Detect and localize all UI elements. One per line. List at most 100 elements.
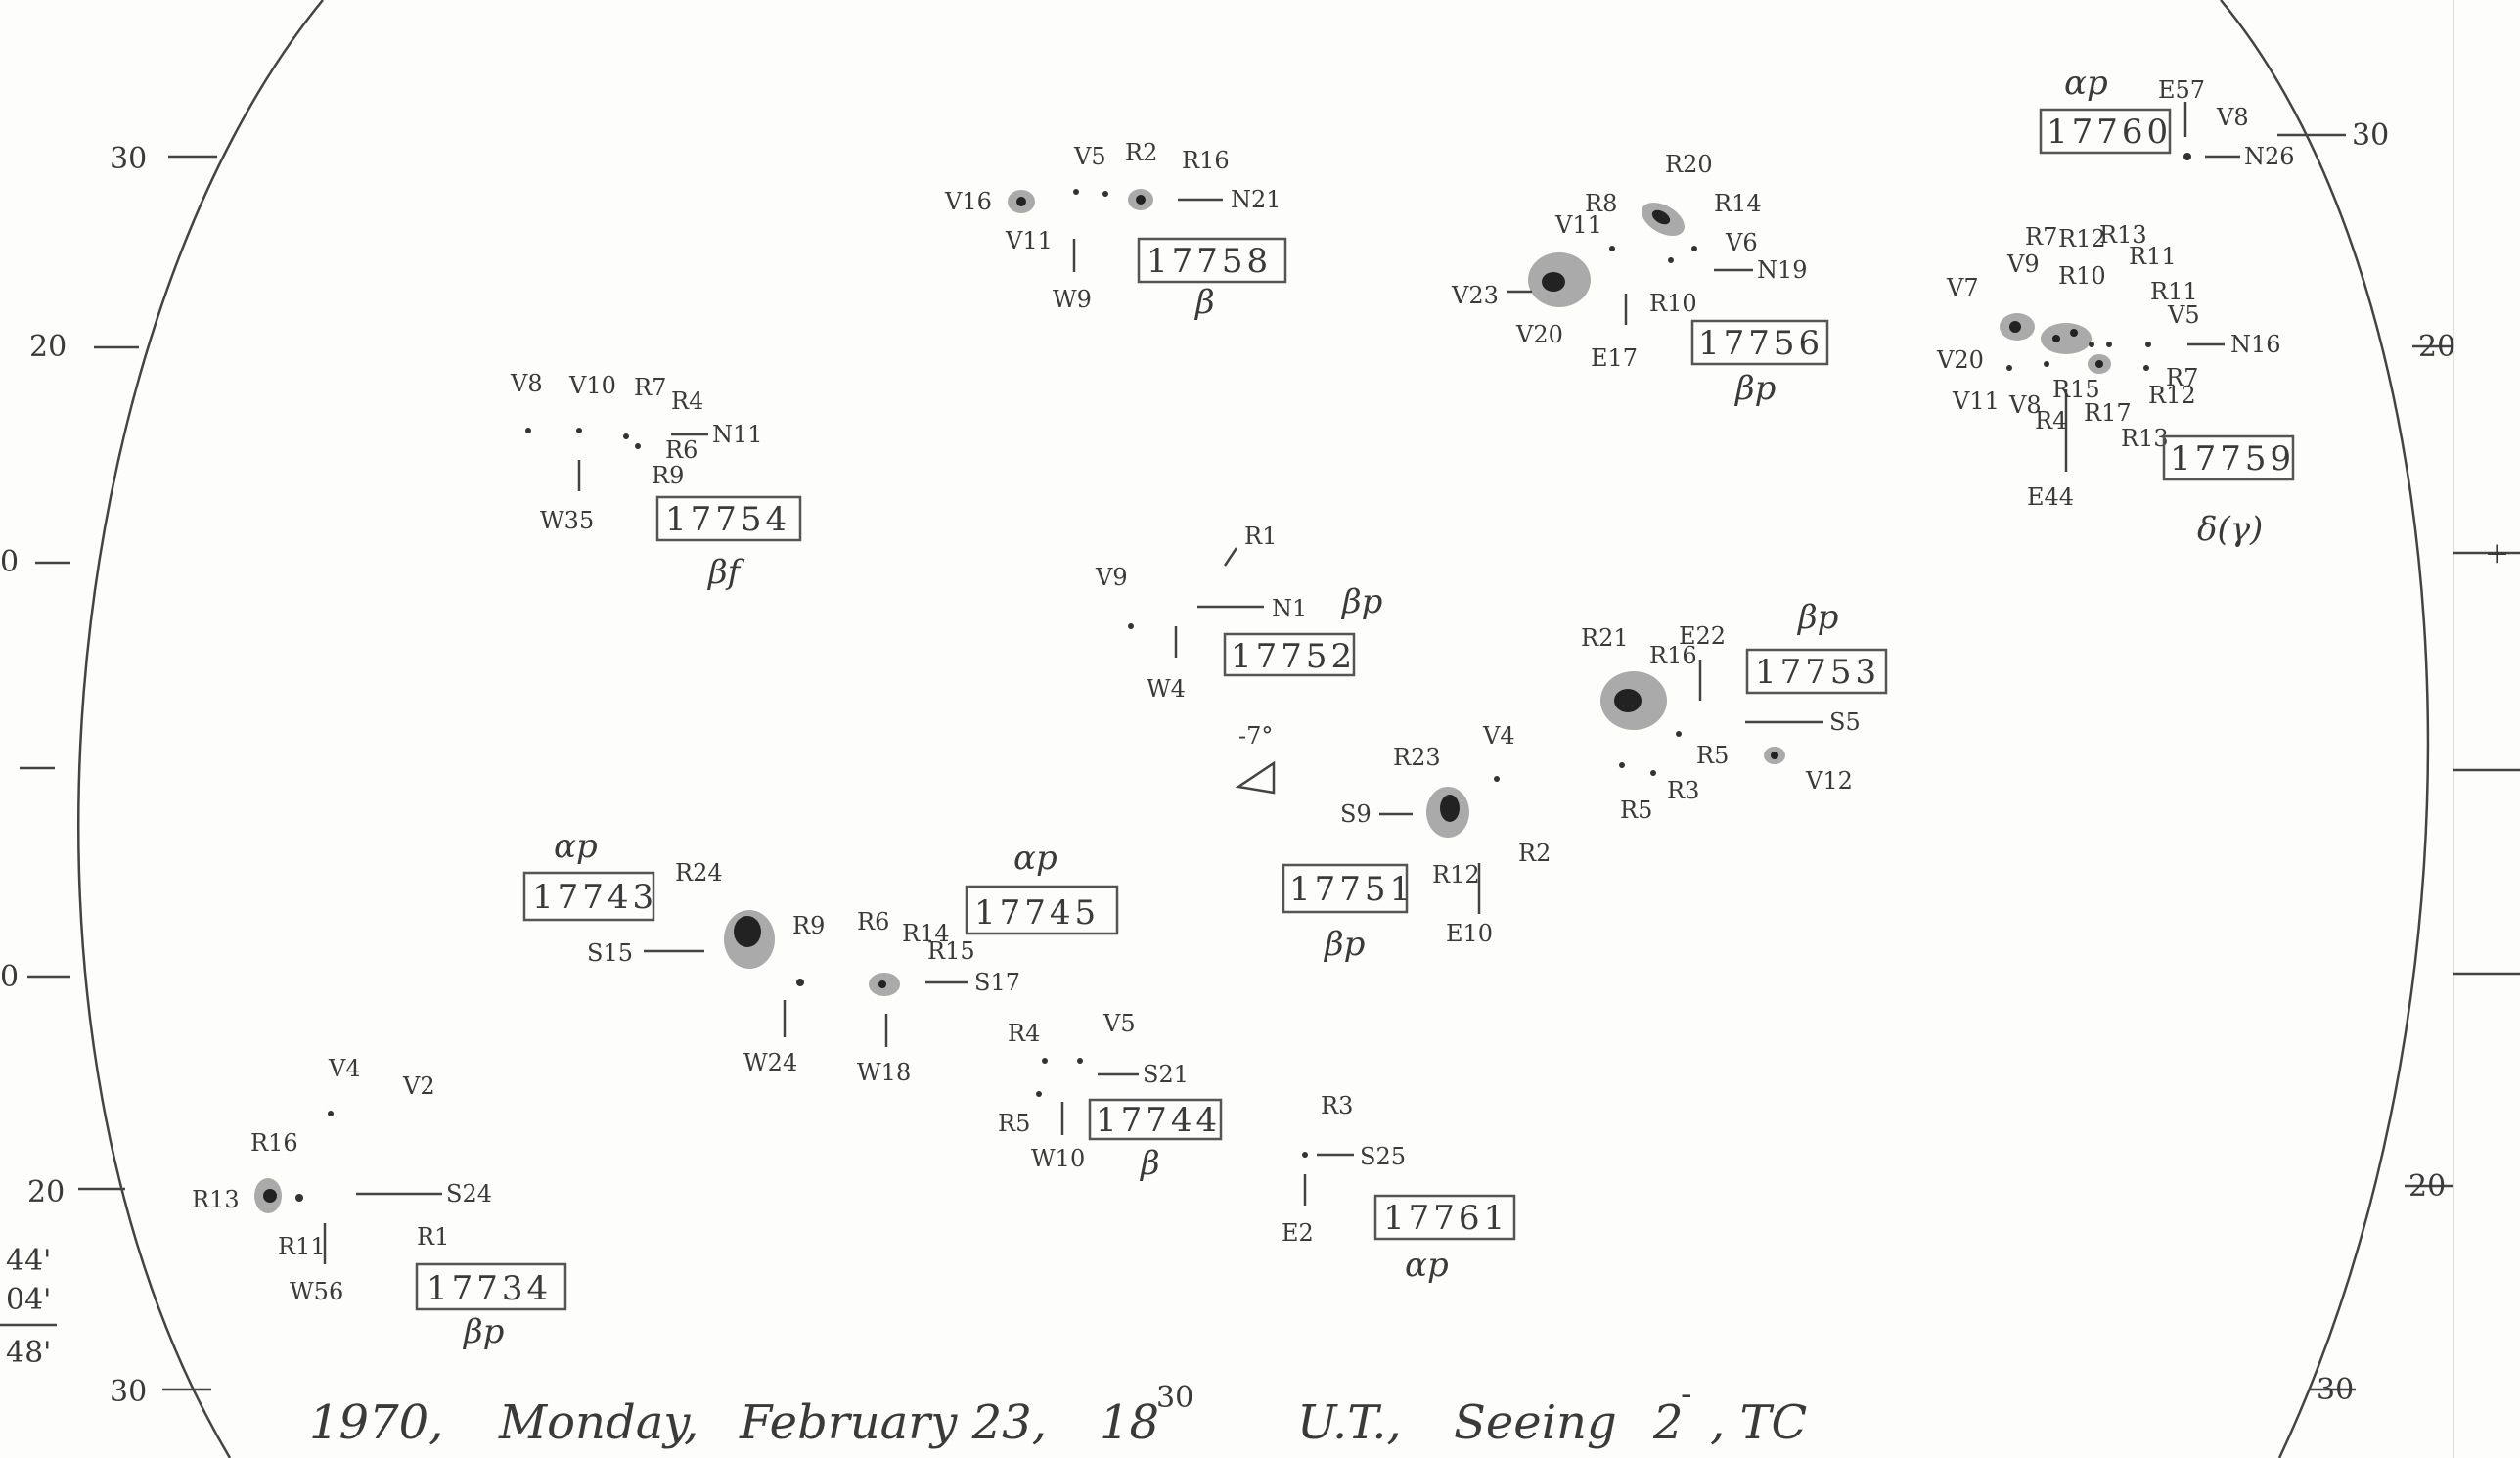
longitude-label: W18	[857, 1059, 911, 1086]
tick-label: 20	[2418, 330, 2455, 364]
spot-label: R15	[927, 937, 975, 965]
sunspot-umbra	[1440, 795, 1460, 822]
spot-label: V16	[944, 188, 992, 215]
group-number: 17753	[1755, 653, 1880, 692]
group-number: 17761	[1383, 1199, 1508, 1238]
spot-label: R14	[1714, 190, 1762, 217]
group-class: βp	[462, 1312, 504, 1351]
spot-label: R10	[2058, 262, 2106, 290]
spot-label: R24	[675, 859, 723, 887]
tick-label: 20	[27, 1175, 65, 1209]
footer-year: 1970,	[309, 1395, 443, 1450]
latitude-label: S15	[587, 939, 633, 967]
corner-notes: 44' 04' 48'	[0, 1244, 57, 1370]
longitude-label: W24	[743, 1049, 797, 1076]
group-number: 17752	[1231, 637, 1356, 676]
spot-label: R12	[2148, 382, 2196, 409]
spot-label: R3	[1667, 777, 1699, 804]
longitude-label: E2	[1282, 1219, 1314, 1247]
group-number: 17756	[1698, 324, 1823, 363]
sunspot	[796, 979, 804, 986]
spot-label: R13	[2121, 425, 2169, 452]
spot-label: R12	[1432, 861, 1480, 888]
sunspot-penumbra	[2041, 323, 2092, 354]
sunspot	[1016, 197, 1026, 206]
tick-label: 0	[0, 545, 19, 579]
spot-label: V5	[1102, 1010, 1136, 1037]
sunspot	[2052, 335, 2060, 342]
group-17752: V9 R1 N1 W4 17752 βp	[1095, 523, 1382, 703]
sunspot	[635, 443, 641, 449]
footer-ut: U.T.,	[1297, 1395, 1402, 1450]
latitude-label: S5	[1829, 708, 1861, 736]
tick-label: 20	[2408, 1169, 2446, 1204]
footer-time-hour: 18	[1100, 1395, 1159, 1450]
footer-observer: , TC	[1710, 1395, 1807, 1450]
spot-label: R13	[2099, 221, 2147, 249]
tick-label: 20	[29, 330, 67, 364]
spot-label: R4	[2035, 407, 2067, 434]
longitude-label: E22	[1679, 622, 1726, 650]
group-17745: R6 R14 R15 S17 W18 17745 αp	[857, 839, 1119, 1086]
latitude-label: S25	[1360, 1143, 1406, 1170]
footer-seeing-label: Seeing	[1454, 1395, 1617, 1450]
spot-label: R4	[671, 387, 703, 415]
group-17753: R21 R16 R5 R3 R5 V12 S5 E22 17753 βp	[1581, 598, 1888, 824]
group-number-box	[965, 885, 1119, 935]
spot-label: R7	[2025, 223, 2057, 251]
group-class: βp	[1340, 582, 1382, 621]
spot-label: R3	[1321, 1092, 1353, 1119]
spot-label: V23	[1451, 282, 1499, 309]
group-number: 17751	[1289, 870, 1415, 909]
solar-limb-left	[76, 0, 324, 1458]
spot-label: V11	[1005, 227, 1053, 254]
sunspot	[2070, 329, 2078, 337]
sunspot	[2044, 361, 2049, 367]
spot-label: R6	[665, 436, 698, 464]
latitude-label: N11	[712, 421, 763, 448]
spot-label: R4	[1008, 1020, 1040, 1047]
group-17734: V4 V2 R16 R13 R11 R1 S24 W56 17734 βp	[192, 1055, 567, 1351]
latitude-label: S9	[1340, 800, 1372, 828]
group-class: βp	[1733, 369, 1776, 408]
tick-label: 30	[110, 142, 147, 176]
group-number-box	[655, 495, 802, 542]
spot-label: R10	[1649, 290, 1697, 317]
corner-note: 04'	[6, 1283, 51, 1317]
group-number: 17754	[665, 500, 790, 539]
spot-label: V7	[1946, 274, 1979, 301]
sunspot-umbra	[1614, 689, 1642, 712]
sunspot	[1302, 1152, 1308, 1158]
spot-label: R11	[2150, 278, 2198, 305]
spot-label: V5	[1073, 143, 1106, 170]
sunspot	[1676, 731, 1682, 737]
latitude-label: N21	[1231, 186, 1282, 213]
spot-label: R11	[278, 1233, 326, 1260]
spot-label: R7	[634, 374, 666, 401]
spot-label: V2	[402, 1072, 435, 1100]
spot-label: V9	[2006, 251, 2040, 278]
group-number: 17734	[427, 1269, 552, 1308]
sunspot	[328, 1111, 334, 1116]
sunspot	[2009, 321, 2021, 333]
group-17756: R20 R8 V11 R14 V6 V23 V20 R10 N19 E17 17…	[1451, 151, 1829, 408]
group-17761: R3 S25 E2 17761 αp	[1282, 1092, 1516, 1285]
sunspot	[525, 428, 531, 433]
sunspot	[1042, 1058, 1048, 1064]
spot-label: V4	[1482, 722, 1515, 750]
sunspot	[1073, 189, 1079, 195]
group-number-box	[2162, 434, 2295, 481]
footer-time-min: 30	[1156, 1381, 1193, 1415]
sunspot	[576, 428, 582, 433]
spot-label: R20	[1665, 151, 1713, 178]
tick-label: +	[2485, 536, 2509, 570]
group-number: 17743	[532, 878, 657, 917]
spot-label: R11	[2129, 243, 2177, 270]
group-number: 17758	[1147, 242, 1272, 281]
longitude-label: W9	[1053, 286, 1092, 313]
group-17754: V8 V10 R7 R4 R6 R9 N11 W35 17754 βf	[510, 370, 802, 592]
group-17744: R4 V5 R5 S21 W10 17744 β	[998, 1010, 1223, 1183]
spot-label: V20	[1936, 346, 1984, 374]
group-number-box	[1088, 1098, 1223, 1141]
